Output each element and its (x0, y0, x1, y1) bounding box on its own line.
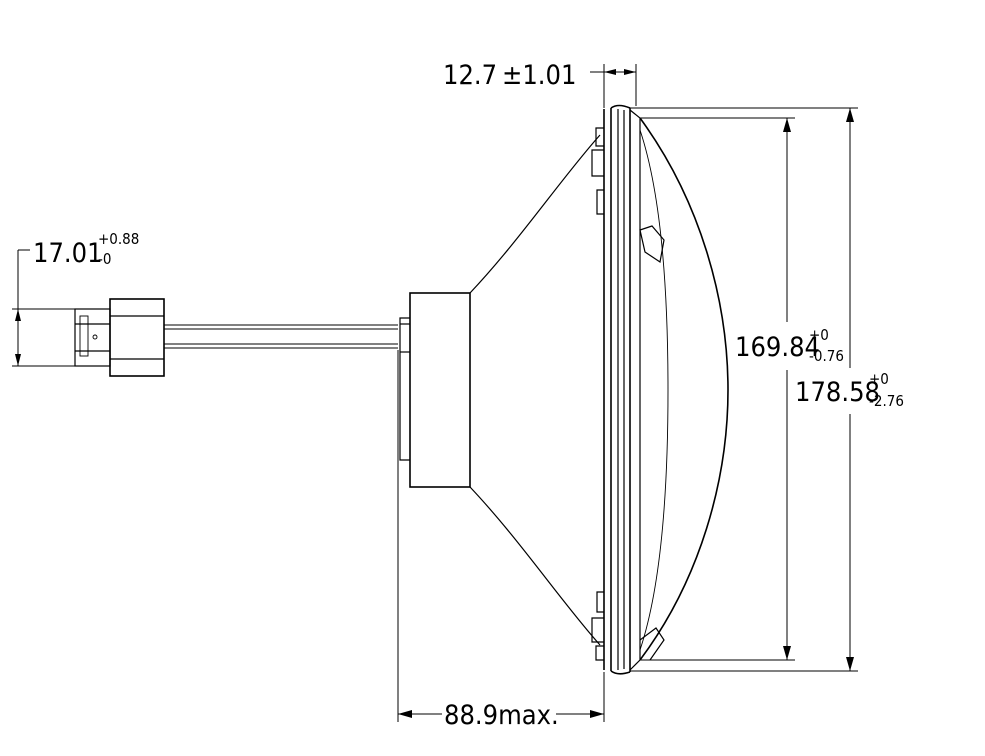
dimension-outer-diameter-tol-minus: -2.76 (869, 392, 904, 410)
lens-ring (591, 104, 729, 675)
dimension-lens-thickness-value: 12.7 (443, 60, 497, 91)
dimension-lens-thickness-tolerance: ±1.01 (502, 60, 576, 91)
dimension-depth: 88.9max. (397, 350, 605, 731)
dimension-connector-width: 17.01 +0.88 -0 (12, 230, 139, 367)
h4-connector-plug (74, 298, 398, 377)
dimension-connector-width-value: 17.01 (33, 238, 103, 269)
dimension-depth-value: 88.9max. (444, 700, 559, 731)
dimension-inner-diameter-tol-plus: +0 (809, 326, 829, 344)
lamp-housing (399, 134, 601, 646)
dimension-outer-diameter-value: 178.58 (795, 377, 880, 408)
dimension-lens-thickness: 12.7 ±1.01 (443, 60, 637, 108)
dimension-inner-diameter: 169.84 +0 -0.76 (640, 117, 844, 661)
dimension-inner-diameter-value: 169.84 (735, 332, 820, 363)
dimension-inner-diameter-tol-minus: -0.76 (809, 347, 844, 365)
dimension-outer-diameter: 178.58 +0 -2.76 (630, 107, 904, 672)
dimension-connector-width-tol-minus: -0 (98, 250, 111, 268)
dimension-outer-diameter-tol-plus: +0 (869, 370, 889, 388)
dimension-connector-width-tol-plus: +0.88 (98, 230, 139, 248)
